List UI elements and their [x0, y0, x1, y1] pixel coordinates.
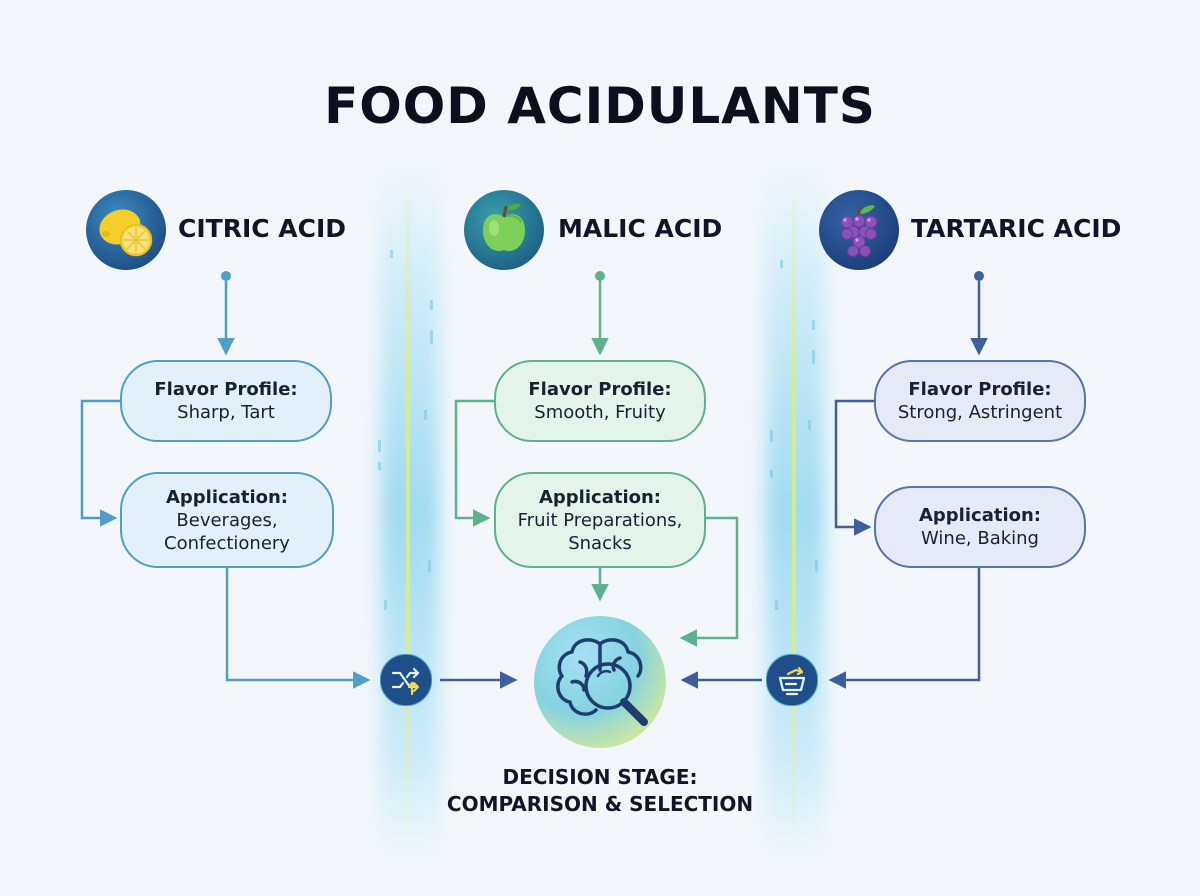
- tartaric-flavor-box: Flavor Profile: Strong, Astringent: [874, 360, 1086, 442]
- flavor-label: Flavor Profile:: [908, 379, 1052, 400]
- application-label: Application:: [165, 486, 288, 508]
- divider-left: [378, 160, 440, 860]
- flavor-value: Smooth, Fruity: [534, 402, 666, 423]
- flavor-value: Strong, Astringent: [897, 402, 1063, 423]
- flavor-label: Flavor Profile:: [154, 379, 298, 400]
- malic-acid-heading: MALIC ACID: [558, 214, 723, 243]
- citric-flavor-box: Flavor Profile: Sharp, Tart: [120, 360, 332, 442]
- application-value-line2: Confectionery: [164, 532, 290, 554]
- decision-stage-label: DECISION STAGE: COMPARISON & SELECTION: [300, 764, 900, 818]
- lemon-icon: [86, 190, 166, 270]
- application-value: Wine, Baking: [921, 528, 1039, 549]
- application-value-line2: Snacks: [568, 532, 632, 554]
- page-title: FOOD ACIDULANTS: [324, 77, 876, 135]
- citric-acid-heading: CITRIC ACID: [178, 214, 347, 243]
- decision-line1: DECISION STAGE:: [502, 765, 698, 789]
- flavor-value: Sharp, Tart: [177, 402, 275, 423]
- malic-application-box: Application: Fruit Preparations, Snacks: [494, 472, 706, 568]
- brain-magnifier-icon: [528, 610, 672, 754]
- decision-line2: COMPARISON & SELECTION: [446, 792, 754, 816]
- application-value-line1: Fruit Preparations,: [517, 509, 683, 531]
- shuffle-arrows-icon: [380, 654, 432, 706]
- tartaric-application-box: Application: Wine, Baking: [874, 486, 1086, 568]
- flavor-label: Flavor Profile:: [528, 379, 672, 400]
- tartaric-acid-heading: TARTARIC ACID: [911, 214, 1122, 243]
- citric-application-box: Application: Beverages, Confectionery: [120, 472, 334, 568]
- apple-icon: [464, 190, 544, 270]
- grapes-icon: [819, 190, 899, 270]
- application-value-line1: Beverages,: [176, 509, 278, 531]
- divider-right: [765, 160, 825, 860]
- mortar-chart-icon: [766, 654, 818, 706]
- application-label: Application:: [538, 486, 661, 508]
- malic-flavor-box: Flavor Profile: Smooth, Fruity: [494, 360, 706, 442]
- application-label: Application:: [918, 505, 1041, 526]
